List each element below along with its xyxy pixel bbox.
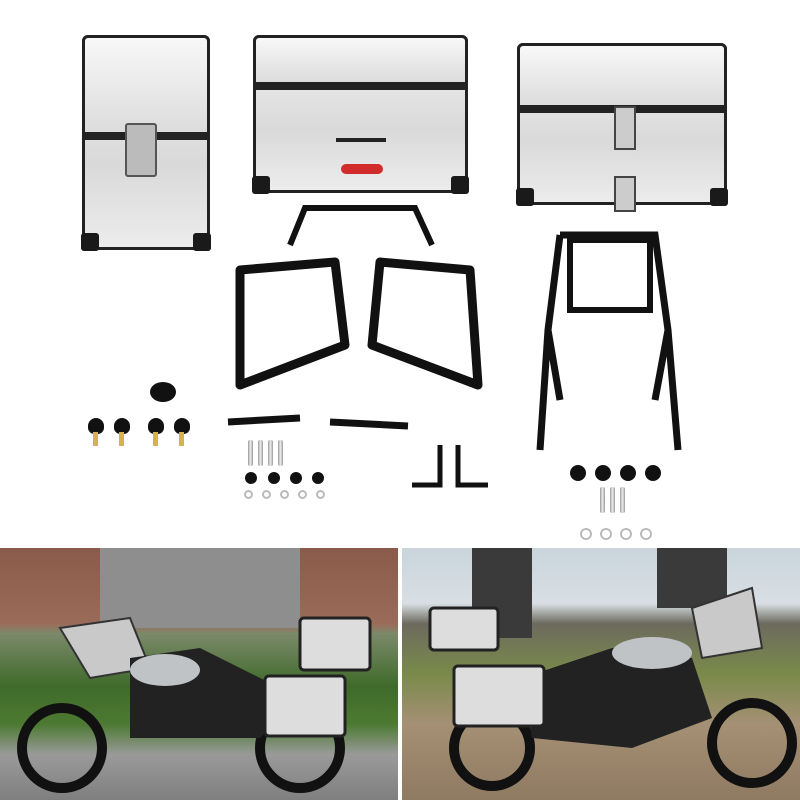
key-icon: [148, 418, 164, 446]
building: [100, 548, 300, 628]
side-case-left: [81, 35, 211, 251]
key-icon: [174, 418, 190, 446]
l-bracket: [412, 445, 443, 488]
side-case-lid: [82, 35, 210, 140]
washer: [280, 490, 289, 499]
rear-rack: [536, 231, 682, 451]
tower: [657, 548, 727, 608]
installed-photo-left: [0, 548, 398, 800]
rubber-spacer: [595, 465, 611, 481]
bolt: [268, 440, 273, 466]
latch-icon: [125, 123, 157, 177]
bolt: [610, 487, 615, 513]
washer: [580, 528, 592, 540]
washer: [640, 528, 652, 540]
rubber-spacer: [570, 465, 586, 481]
washer: [620, 528, 632, 540]
lock-cylinder: [150, 382, 176, 402]
washer: [316, 490, 325, 499]
washer: [244, 490, 253, 499]
corner-guard: [252, 176, 270, 194]
corner-guard: [81, 233, 99, 251]
rear-rack-plate: [567, 237, 653, 313]
motorcycle-right: [428, 586, 797, 791]
washer: [600, 528, 612, 540]
bracket-bar: [329, 418, 409, 430]
motorcycle-left: [17, 616, 372, 793]
corner-guard: [451, 176, 469, 194]
rubber-spacer: [268, 472, 280, 484]
lock-icon: [614, 106, 636, 150]
bracket-bar: [227, 414, 301, 426]
bolt: [248, 440, 253, 466]
bolt: [600, 487, 605, 513]
washer: [298, 490, 307, 499]
side-case-front: [252, 35, 469, 194]
top-bracket: [287, 205, 435, 247]
bolt: [620, 487, 625, 513]
top-case: [516, 43, 728, 212]
washer: [262, 490, 271, 499]
l-bracket: [455, 445, 488, 488]
bolt: [258, 440, 263, 466]
mounting-hardware: [227, 205, 682, 488]
rubber-spacer: [290, 472, 302, 484]
reflector: [341, 164, 383, 174]
side-case-lid: [253, 35, 468, 90]
side-frame-left: [235, 257, 350, 390]
side-frame-right: [367, 257, 483, 390]
key-icon: [88, 418, 104, 446]
lock-icon: [614, 176, 636, 212]
rubber-spacer: [312, 472, 324, 484]
rubber-spacer: [245, 472, 257, 484]
corner-guard: [516, 188, 534, 206]
bolt: [278, 440, 283, 466]
corner-guard: [710, 188, 728, 206]
handle-slot: [336, 138, 386, 142]
key-icon: [114, 418, 130, 446]
rubber-spacer: [620, 465, 636, 481]
rubber-spacer: [645, 465, 661, 481]
installed-photo-right: [402, 548, 800, 800]
corner-guard: [193, 233, 211, 251]
